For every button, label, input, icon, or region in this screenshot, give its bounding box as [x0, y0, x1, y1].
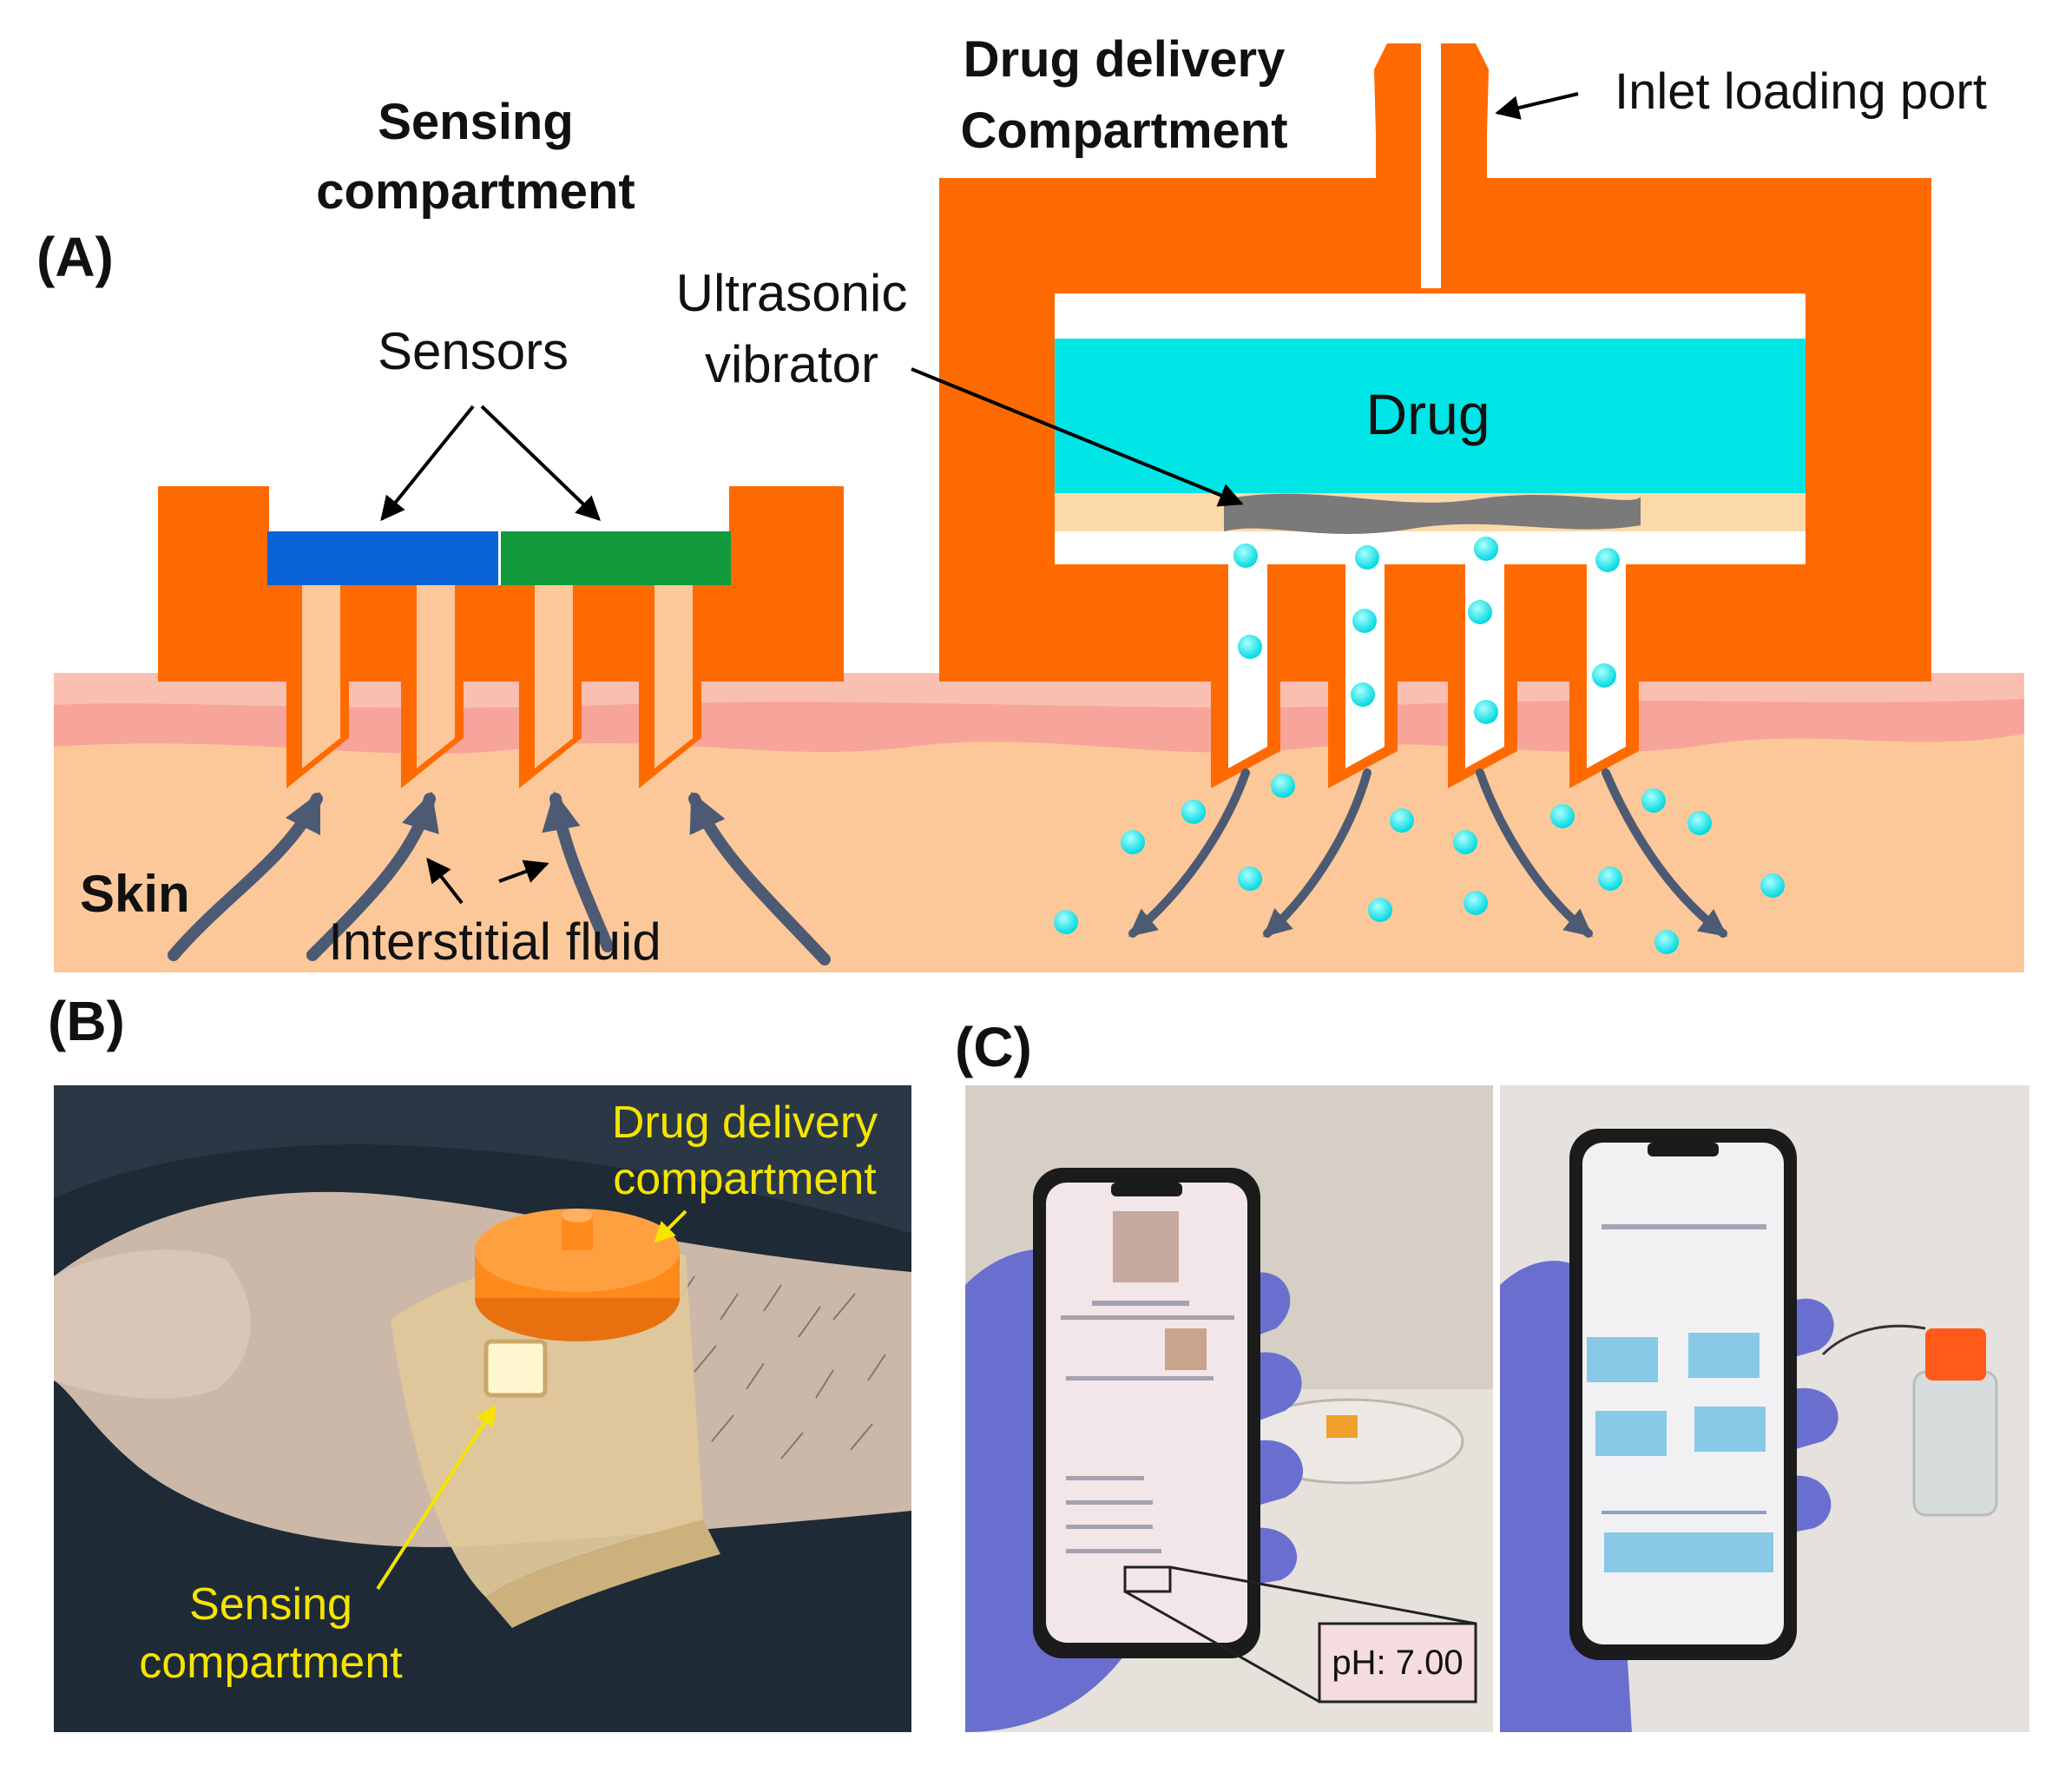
- callout-arrows: [380, 92, 1579, 905]
- ph-readout: pH: 7.00: [1332, 1644, 1463, 1682]
- panel-b-label: (B): [48, 990, 125, 1052]
- fluid-flow-arrows: [168, 791, 831, 965]
- phone-photo-left: [965, 1085, 1493, 1732]
- sensing-window: [483, 1339, 548, 1398]
- sensor-blue: [267, 531, 498, 585]
- drug-label: Drug: [1365, 382, 1490, 446]
- interstitial-fluid-label: Interstitial fluid: [328, 913, 661, 971]
- sensing-microneedles: [286, 585, 701, 788]
- photo-drug-label-2: compartment: [613, 1154, 877, 1204]
- vibrator-label-1: Ultrasonic: [676, 264, 908, 322]
- photo-drug-label-1: Drug delivery: [612, 1097, 878, 1148]
- drug-outflow-arrows: [1128, 768, 1728, 938]
- panel-a: (A) Sensing compartment Sensors Drug del…: [36, 31, 2024, 972]
- photo-sensing-label-1: Sensing: [189, 1579, 352, 1630]
- sensor-green: [500, 531, 731, 585]
- ph-zoom-callout: pH: 7.00: [1124, 1565, 1477, 1703]
- photo-arrows: [376, 1209, 687, 1591]
- sensing-housing: [158, 486, 844, 682]
- drug-title-2: Compartment: [960, 102, 1287, 159]
- panel-a-label: (A): [36, 226, 114, 288]
- fist: [54, 1249, 251, 1399]
- drug-housing: [939, 43, 1931, 682]
- skin-label: Skin: [80, 865, 190, 923]
- sensing-title-1: Sensing: [378, 94, 574, 150]
- photo-sensing-label-2: compartment: [139, 1638, 403, 1688]
- drug-title-1: Drug delivery: [964, 31, 1286, 88]
- vibrator-label-2: vibrator: [705, 335, 878, 393]
- ultrasonic-vibrator: [1224, 493, 1641, 534]
- drug-particles: [1054, 537, 1785, 954]
- panel-c: (C): [955, 1016, 2029, 1732]
- sensors-label: Sensors: [378, 322, 569, 380]
- panel-b: (B) Drug delivery compartment Sensing co…: [48, 990, 911, 1732]
- inlet-label: Inlet loading port: [1615, 63, 1987, 120]
- sensing-title-2: compartment: [316, 163, 635, 220]
- phone-photo-right: [1500, 1085, 2029, 1732]
- wristband: [391, 1253, 703, 1598]
- panel-c-label: (C): [955, 1016, 1032, 1078]
- drug-reservoir: [1055, 339, 1806, 493]
